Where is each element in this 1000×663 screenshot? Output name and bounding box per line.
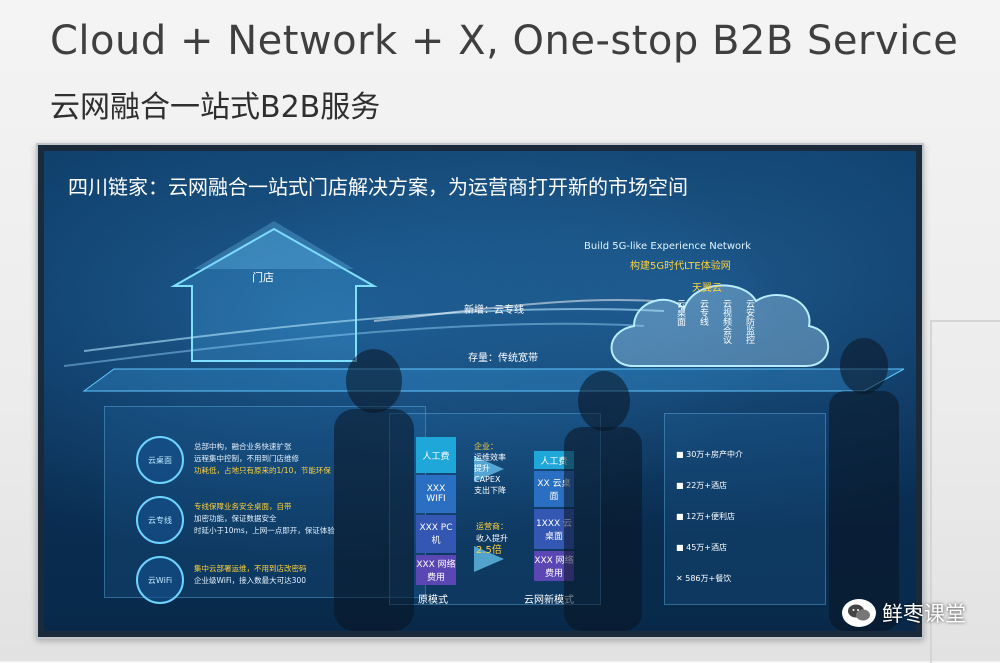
slide-title-english: Cloud + Network + X, One-stop B2B Servic… xyxy=(50,18,959,64)
benefit-title: 企业： xyxy=(474,442,498,451)
stack-old-network: XXX 网络费用 xyxy=(416,555,456,585)
stack-old-label: 原模式 xyxy=(418,595,448,606)
watermark: 鲜枣课堂 xyxy=(842,598,966,628)
reflection-silhouettes xyxy=(334,338,899,631)
stat-text: 12万+便利店 xyxy=(686,512,735,521)
new-line-label: 新增：云专线 xyxy=(464,305,524,316)
market-stats-panel xyxy=(664,413,826,605)
stack-old-pc: XXX PC机 xyxy=(416,515,456,553)
slide-title-chinese: 云网融合一站式B2B服务 xyxy=(50,90,381,125)
benefit-line: 运维效率 xyxy=(474,453,506,462)
stat-text: 45万+酒店 xyxy=(686,543,727,552)
benefit-line: 支出下降 xyxy=(474,486,506,495)
screen-headline: 四川链家：云网融合一站式门店解决方案，为运营商打开新的市场空间 xyxy=(68,175,688,199)
cloud-desktop-icon: 云桌面 xyxy=(136,436,184,484)
service-bullet: 总部中构，融合业务快速扩张 xyxy=(194,442,292,451)
existing-line-label: 存量：传统宽带 xyxy=(468,353,538,364)
benefit-line: 提升 xyxy=(474,464,490,473)
stat-text: 586万+餐饮 xyxy=(685,574,732,583)
benefit-line: CAPEX xyxy=(474,475,501,484)
stat-item: ■ 22万+酒店 xyxy=(676,481,727,490)
cloud-wifi-icon: 云WiFi xyxy=(136,556,184,604)
house-outline xyxy=(170,221,378,362)
benefit-enterprise: 企业： 运维效率 提升 CAPEX 支出下降 xyxy=(474,441,506,496)
stat-item: ✕ 586万+餐饮 xyxy=(676,574,732,583)
light-beams xyxy=(63,299,665,367)
cloud-banner-chinese: 构建5G时代LTE体验网 xyxy=(630,261,731,272)
cloud-services: 云桌面 云专线 云视频会议 云安防监控 xyxy=(674,299,756,344)
service-name: 云WiFi xyxy=(147,575,173,585)
display-screen-frame: 四川链家：云网融合一站式门店解决方案，为运营商打开新的市场空间 门店 新增：云专 xyxy=(36,143,924,639)
service-bullet: 时延小于10ms，上网一点即开，保证体验 xyxy=(194,526,335,535)
service-bullet: 集中云部署运维，不用到店改密码 xyxy=(194,564,307,573)
watermark-text: 鲜枣课堂 xyxy=(882,602,966,626)
benefit-title: 运营商： xyxy=(476,522,508,531)
store-house-graphic xyxy=(63,221,905,572)
stack-old-labor: 人工费 xyxy=(416,437,456,473)
cloud-service-item: 云视频会议 xyxy=(721,299,731,344)
display-screen: 四川链家：云网融合一站式门店解决方案，为运营商打开新的市场空间 门店 新增：云专 xyxy=(44,151,916,631)
cloud-service-item: 云安防监控 xyxy=(744,299,754,344)
service-bullet: 专线保障业务安全桌面，自带 xyxy=(194,502,292,511)
stat-item: ■ 30万+房产中介 xyxy=(676,450,743,459)
cloud-service-item: 云专线 xyxy=(698,299,708,326)
cloud-line-icon: 云专线 xyxy=(136,496,184,544)
store-label: 门店 xyxy=(252,271,274,284)
stack-old-wifi: XXX WIFI xyxy=(416,475,456,513)
service-bullet: 企业级WiFi，接入数最大可达300 xyxy=(194,576,307,585)
stat-item: ■ 45万+酒店 xyxy=(676,543,727,552)
benefit-line: 2.5倍 xyxy=(476,545,502,556)
cost-arrows xyxy=(474,456,504,572)
service-bullet: 远程集中控制，不用到门店维修 xyxy=(194,454,299,463)
service-bullet: 加密功能，保证数据安全 xyxy=(194,514,277,523)
cloud-name: 天翼云 xyxy=(692,283,722,294)
service-name: 云专线 xyxy=(148,515,172,525)
stat-item: ■ 12万+便利店 xyxy=(676,512,735,521)
benefit-line: 收入提升 xyxy=(476,534,508,543)
stack-old: 人工费 XXX WIFI XXX PC机 XXX 网络费用 xyxy=(416,437,456,585)
market-stats-list: ■ 30万+房产中介 ■ 22万+酒店 ■ 12万+便利店 ■ 45万+酒店 ✕… xyxy=(676,449,743,584)
cloud-service-item: 云桌面 xyxy=(675,299,685,326)
stack-new-label: 云网新模式 xyxy=(524,595,574,606)
background-display-frame xyxy=(930,320,1000,663)
service-bullet: 功耗低，占地只有原来的1/10，节能环保 xyxy=(194,466,331,475)
cloud-graphic xyxy=(610,284,830,367)
benefit-operator: 运营商： 收入提升 2.5倍 xyxy=(476,521,508,557)
service-name: 云桌面 xyxy=(148,455,172,465)
stat-text: 30万+房产中介 xyxy=(686,450,743,459)
cloud-banner-english: Build 5G-like Experience Network xyxy=(584,241,752,252)
wechat-logo-icon xyxy=(842,599,876,627)
stat-text: 22万+酒店 xyxy=(686,481,727,490)
